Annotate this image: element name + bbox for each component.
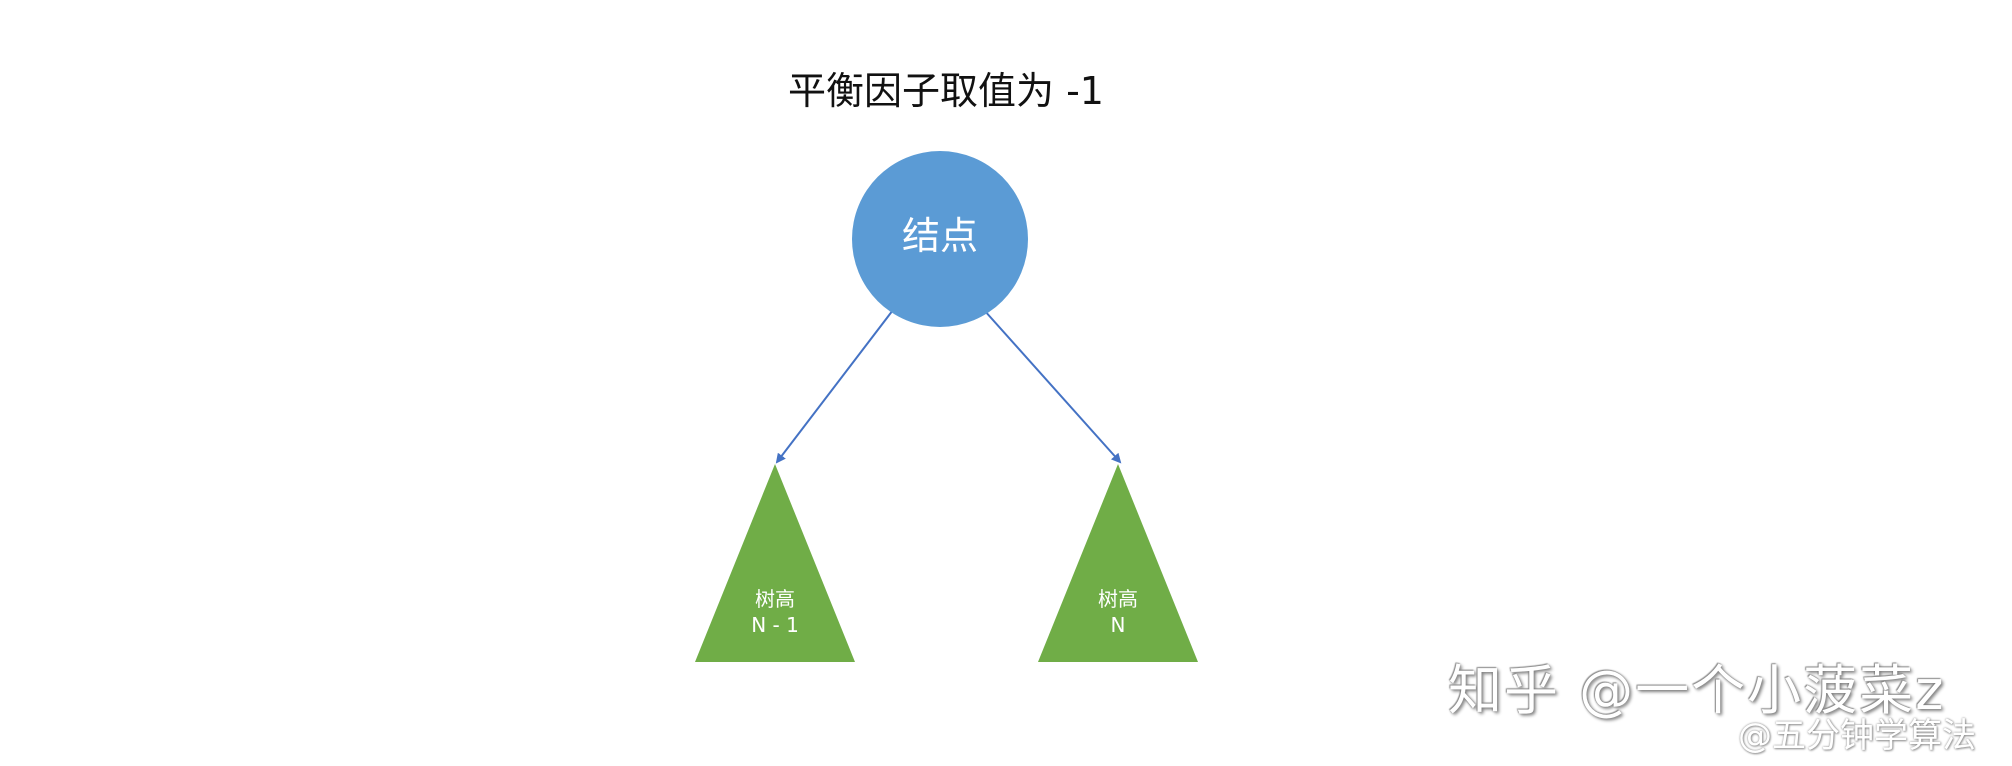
diagram-title: 平衡因子取值为 -1: [788, 69, 1104, 113]
edge-right: [983, 309, 1122, 464]
edge-left: [775, 309, 894, 464]
left-subtree-height: N - 1: [751, 613, 799, 637]
right-subtree-title: 树高: [1098, 587, 1138, 611]
watermark-main: 知乎 @一个小菠菜z: [1448, 659, 1946, 722]
left-subtree-title: 树高: [755, 587, 795, 611]
root-node-label: 结点: [901, 214, 978, 258]
left-subtree-label: 树高 N - 1: [695, 586, 855, 638]
right-subtree-height: N: [1110, 613, 1126, 637]
root-node-circle: [852, 151, 1028, 327]
right-subtree-label: 树高 N: [1038, 586, 1198, 638]
left-subtree-triangle: [695, 464, 855, 662]
watermark-sub: @五分钟学算法: [1738, 716, 1976, 756]
right-subtree-triangle: [1038, 464, 1198, 662]
